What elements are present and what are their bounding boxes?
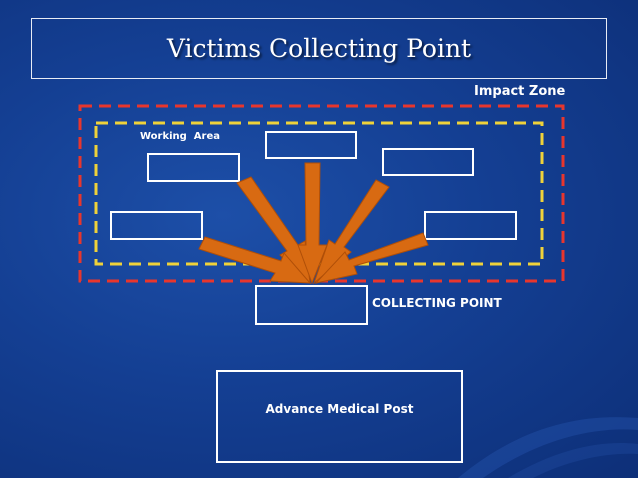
- collecting-point-label: COLLECTING POINT: [372, 296, 502, 310]
- advance-medical-post-text: Advance Medical Post: [265, 402, 414, 416]
- working-area-box: [424, 211, 517, 240]
- working-area-label: Working Area: [140, 131, 220, 142]
- working-area-box: [147, 153, 240, 182]
- advance-medical-post-label: Advance Medical Post: [217, 402, 462, 416]
- background-swoosh: [458, 417, 638, 478]
- title-box: Victims Collecting Point: [31, 18, 607, 79]
- slide-title: Victims Collecting Point: [166, 34, 472, 63]
- arrow: [198, 236, 312, 284]
- advance-medical-post-box: [216, 370, 463, 463]
- arrow: [297, 162, 328, 285]
- converging-arrows: [198, 162, 429, 285]
- working-area-box: [110, 211, 203, 240]
- arrow: [314, 232, 429, 284]
- impact-zone-label: Impact Zone: [474, 84, 566, 99]
- working-area-box: [382, 148, 474, 176]
- working-area-box: [265, 131, 357, 159]
- collecting-point-box: [255, 285, 368, 325]
